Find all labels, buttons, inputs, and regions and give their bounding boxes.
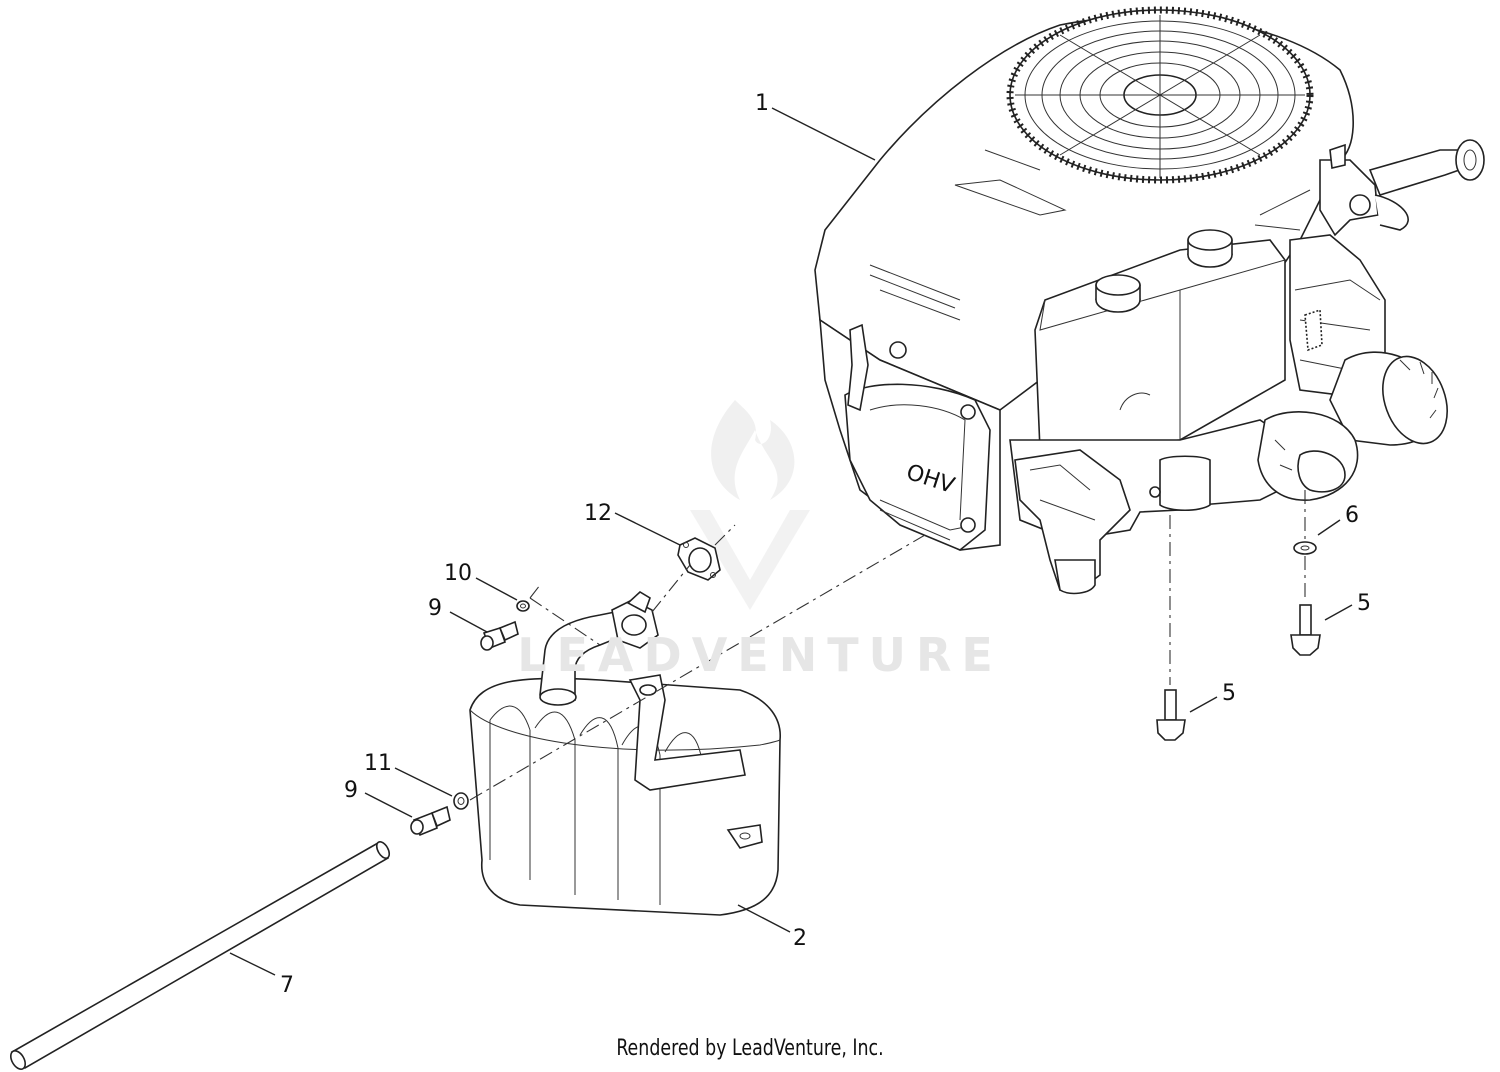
callout-5-right: 5 (1357, 591, 1371, 616)
callout-1: 1 (755, 91, 769, 116)
fasteners (410, 541, 1321, 837)
callout-5-lower: 5 (1222, 681, 1236, 706)
callout-12: 12 (584, 501, 612, 526)
footer-credit: Rendered by LeadVenture, Inc. (616, 1036, 884, 1061)
callout-10: 10 (444, 561, 472, 586)
callout-6: 6 (1345, 503, 1359, 528)
exhaust-gasket (677, 537, 721, 581)
callout-9-upper: 9 (428, 596, 442, 621)
watermark-logo (690, 400, 810, 610)
callout-2: 2 (793, 926, 807, 951)
engine-assembly: OHV (814, 6, 1485, 595)
muffler (469, 591, 781, 916)
assembly-centerlines (469, 490, 1306, 801)
leader-lines (229, 107, 1353, 976)
tailpipe (9, 841, 391, 1070)
callout-11: 11 (364, 751, 392, 776)
callout-labels: 1 2 5 5 6 7 9 9 10 11 12 (280, 91, 1371, 998)
callout-9-lower: 9 (344, 778, 358, 803)
watermark-text: LEADVENTURE (517, 628, 1003, 682)
callout-7: 7 (280, 973, 294, 998)
